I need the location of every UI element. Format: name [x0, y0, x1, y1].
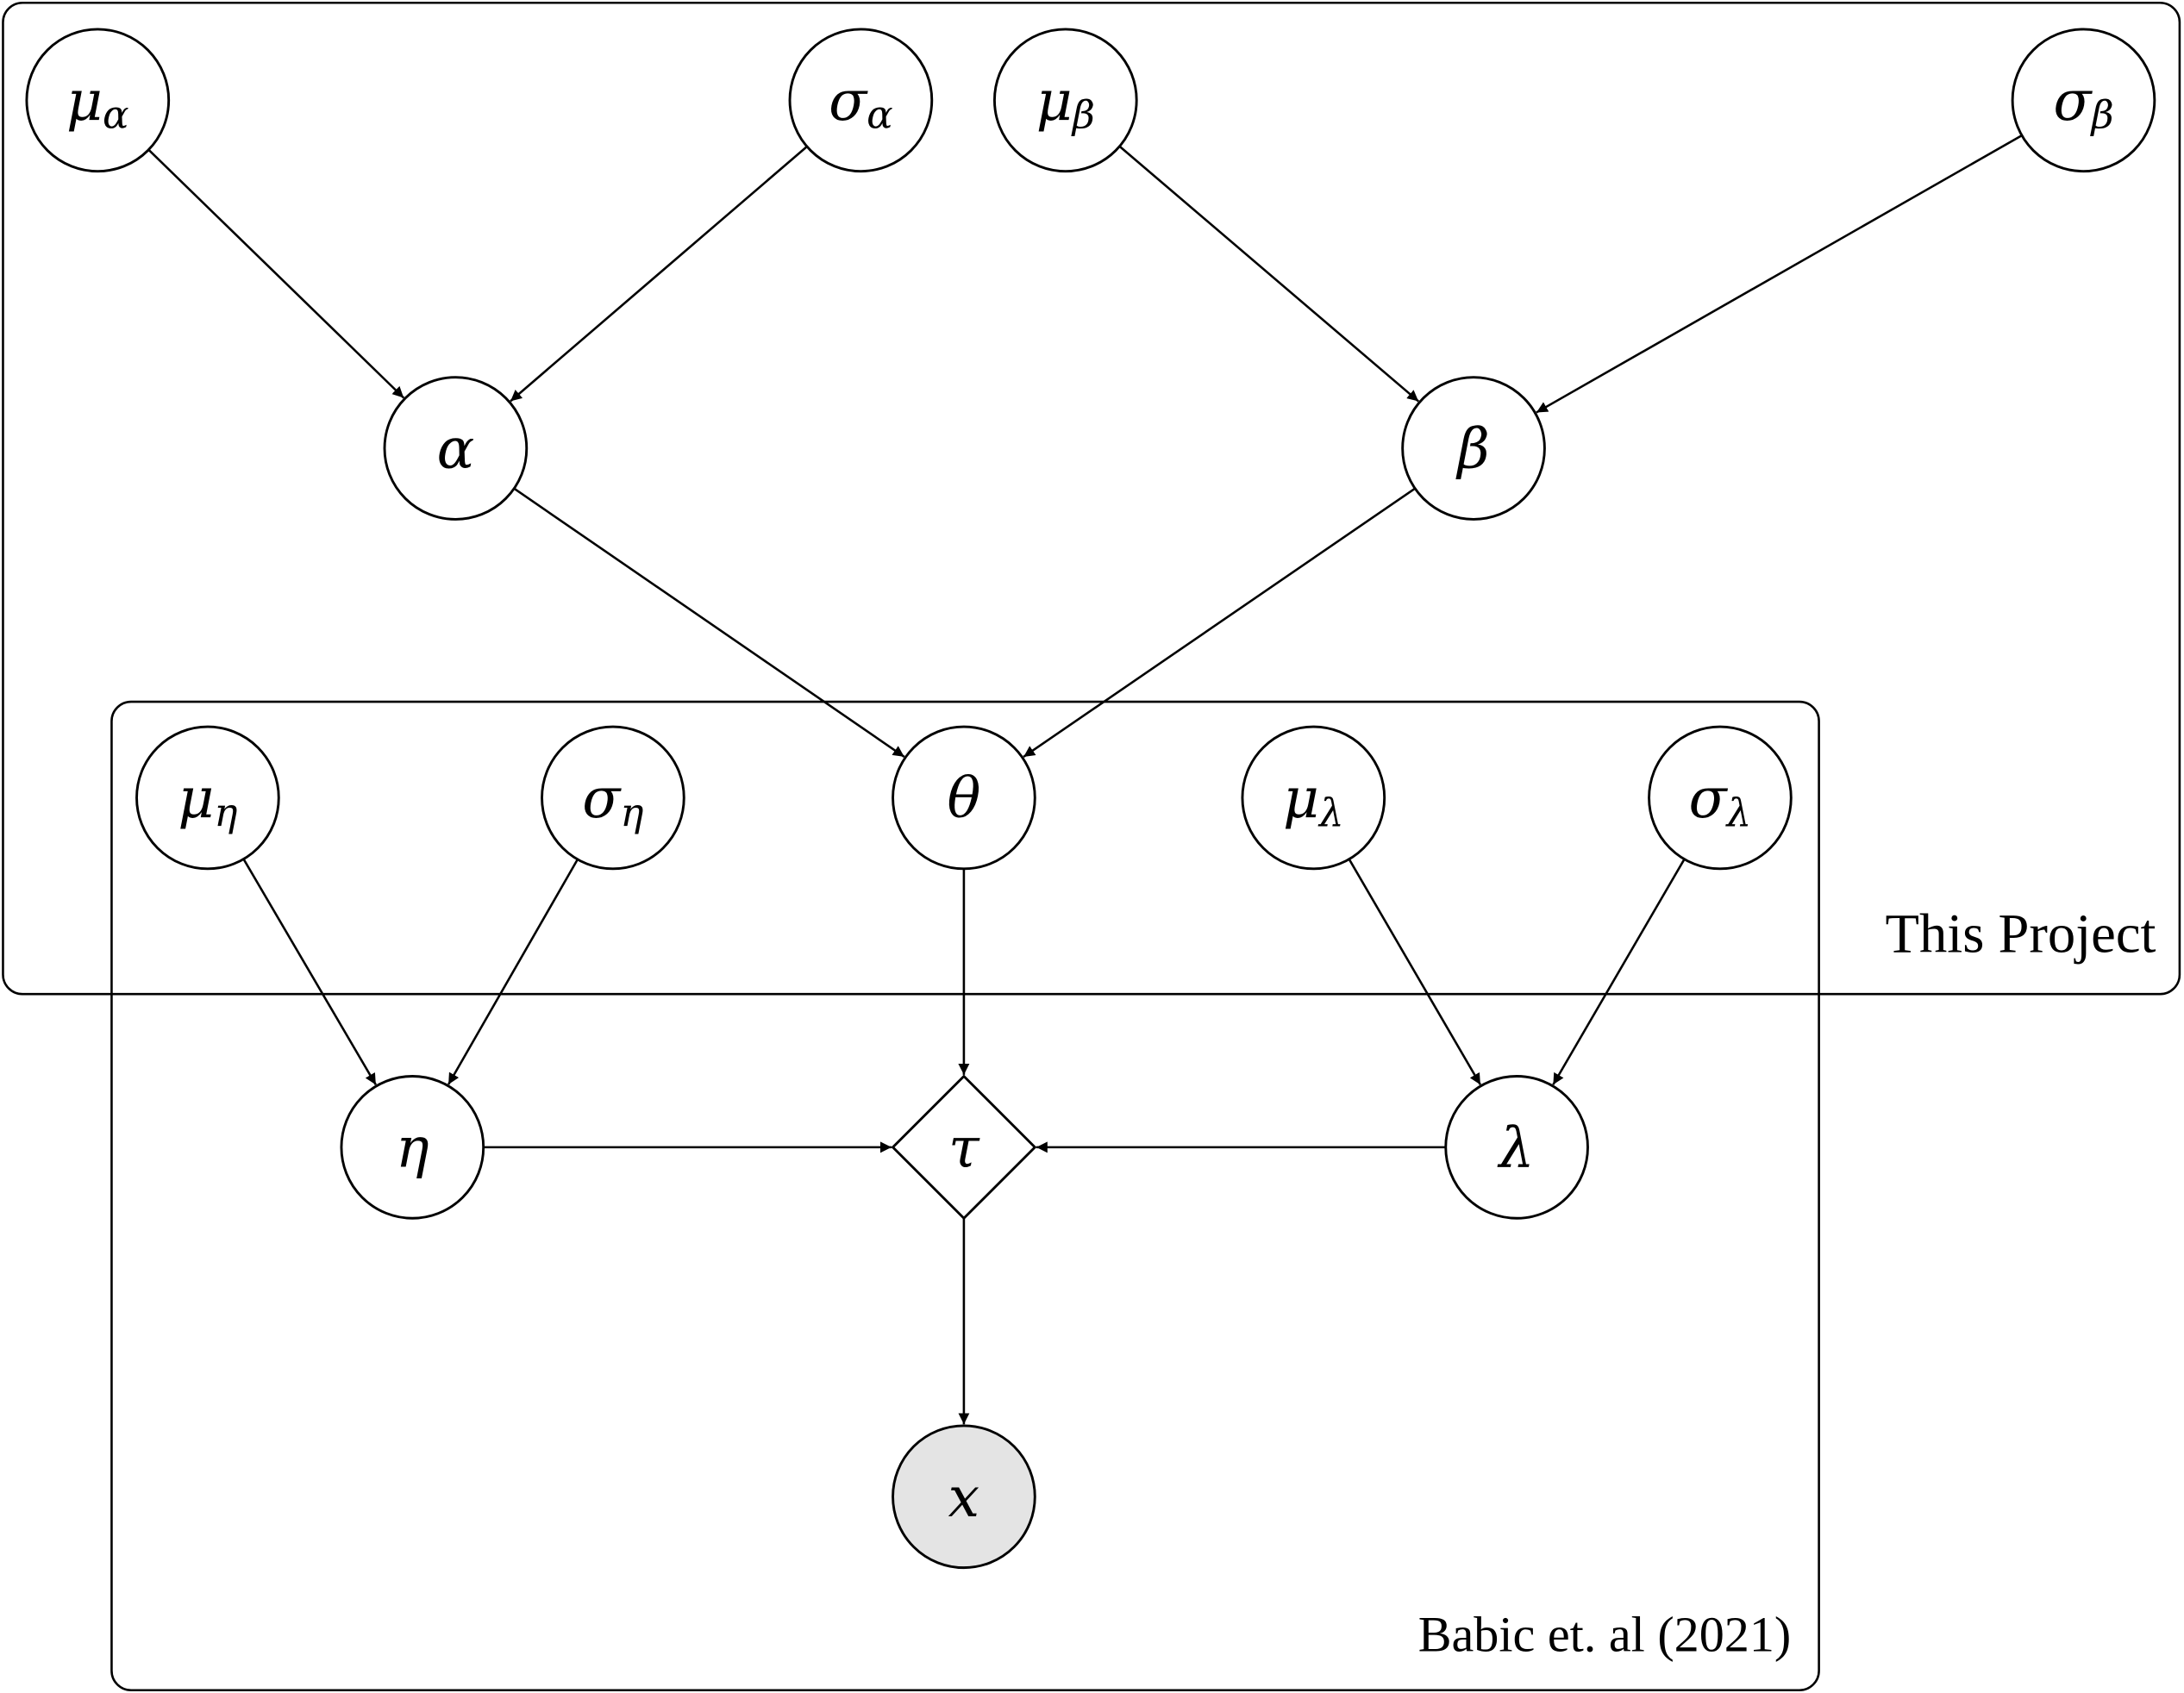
node-label-theta: θ: [947, 766, 980, 831]
node-shape-mu-beta: [992, 28, 1138, 173]
node-label-beta: β: [1455, 417, 1489, 482]
node-theta: θ: [892, 725, 1036, 871]
plate-this-project: [2, 1, 2181, 996]
node-shape-theta: [892, 725, 1036, 871]
plate-label-babic: Babic et. al (2021): [1418, 1607, 1792, 1663]
node-sigma-beta: σβ: [2011, 28, 2156, 173]
node-label-tau: τ: [948, 1115, 980, 1180]
edge-mu_beta-to-beta: [1118, 145, 1419, 403]
node-sigma-eta: ση: [541, 725, 685, 871]
node-shape-tau: [891, 1074, 1037, 1221]
node-shape-alpha: [383, 376, 529, 521]
nodes-layer: μα σα μβ σβ α β μη ση θ μλ σλ η τ λ x: [25, 28, 2156, 1570]
edge-alpha-to-theta: [513, 487, 905, 758]
node-lambda: λ: [1444, 1075, 1589, 1220]
edge-beta-to-theta: [1023, 487, 1416, 759]
edge-mu_alpha-to-alpha: [147, 148, 405, 399]
edge-sigma_lambda-to-lambda: [1552, 859, 1686, 1085]
node-shape-mu-eta: [135, 725, 280, 871]
node-mu-eta: μη: [135, 725, 280, 871]
node-mu-beta: μβ: [992, 28, 1138, 173]
node-tau: τ: [891, 1074, 1037, 1221]
node-label-sigma-beta: σβ: [2053, 69, 2113, 138]
node-x: x: [892, 1424, 1036, 1570]
node-shape-sigma-lambda: [1648, 725, 1793, 871]
node-label-eta: η: [396, 1115, 429, 1180]
node-label-mu-alpha: μα: [66, 69, 129, 138]
node-shape-sigma-alpha: [788, 28, 934, 173]
node-shape-sigma-beta: [2011, 28, 2156, 173]
node-shape-sigma-eta: [541, 725, 685, 871]
node-shape-beta: [1401, 376, 1546, 521]
node-label-mu-beta: μβ: [1036, 69, 1095, 138]
node-eta: η: [340, 1075, 485, 1220]
node-sigma-alpha: σα: [788, 28, 934, 173]
node-label-sigma-alpha: σα: [829, 69, 893, 138]
edge-mu_lambda-to-lambda: [1348, 859, 1482, 1085]
node-label-lambda: λ: [1497, 1115, 1535, 1180]
node-shape-eta: [340, 1075, 485, 1220]
plate-label-this-project: This Project: [1886, 903, 2156, 965]
edge-sigma_alpha-to-alpha: [510, 145, 808, 403]
node-shape-mu-alpha: [25, 28, 171, 173]
node-label-alpha: α: [437, 417, 475, 482]
edge-sigma_beta-to-beta: [1536, 134, 2023, 414]
node-mu-lambda: μλ: [1241, 725, 1386, 871]
node-shape-x: [892, 1424, 1036, 1570]
node-label-mu-eta: μη: [178, 766, 237, 835]
node-label-sigma-eta: ση: [582, 766, 643, 835]
node-label-sigma-lambda: σλ: [1689, 766, 1752, 835]
node-label-mu-lambda: μλ: [1283, 766, 1344, 835]
node-shape-mu-lambda: [1241, 725, 1386, 871]
plate-babic: [110, 700, 1820, 1692]
node-shape-lambda: [1444, 1075, 1589, 1220]
edge-mu_eta-to-eta: [242, 858, 377, 1086]
edge-sigma_eta-to-eta: [447, 859, 579, 1085]
node-mu-alpha: μα: [25, 28, 171, 173]
node-label-x: x: [948, 1465, 979, 1530]
edges-layer: [147, 134, 2023, 1425]
node-alpha: α: [383, 376, 529, 521]
node-beta: β: [1401, 376, 1546, 521]
node-sigma-lambda: σλ: [1648, 725, 1793, 871]
